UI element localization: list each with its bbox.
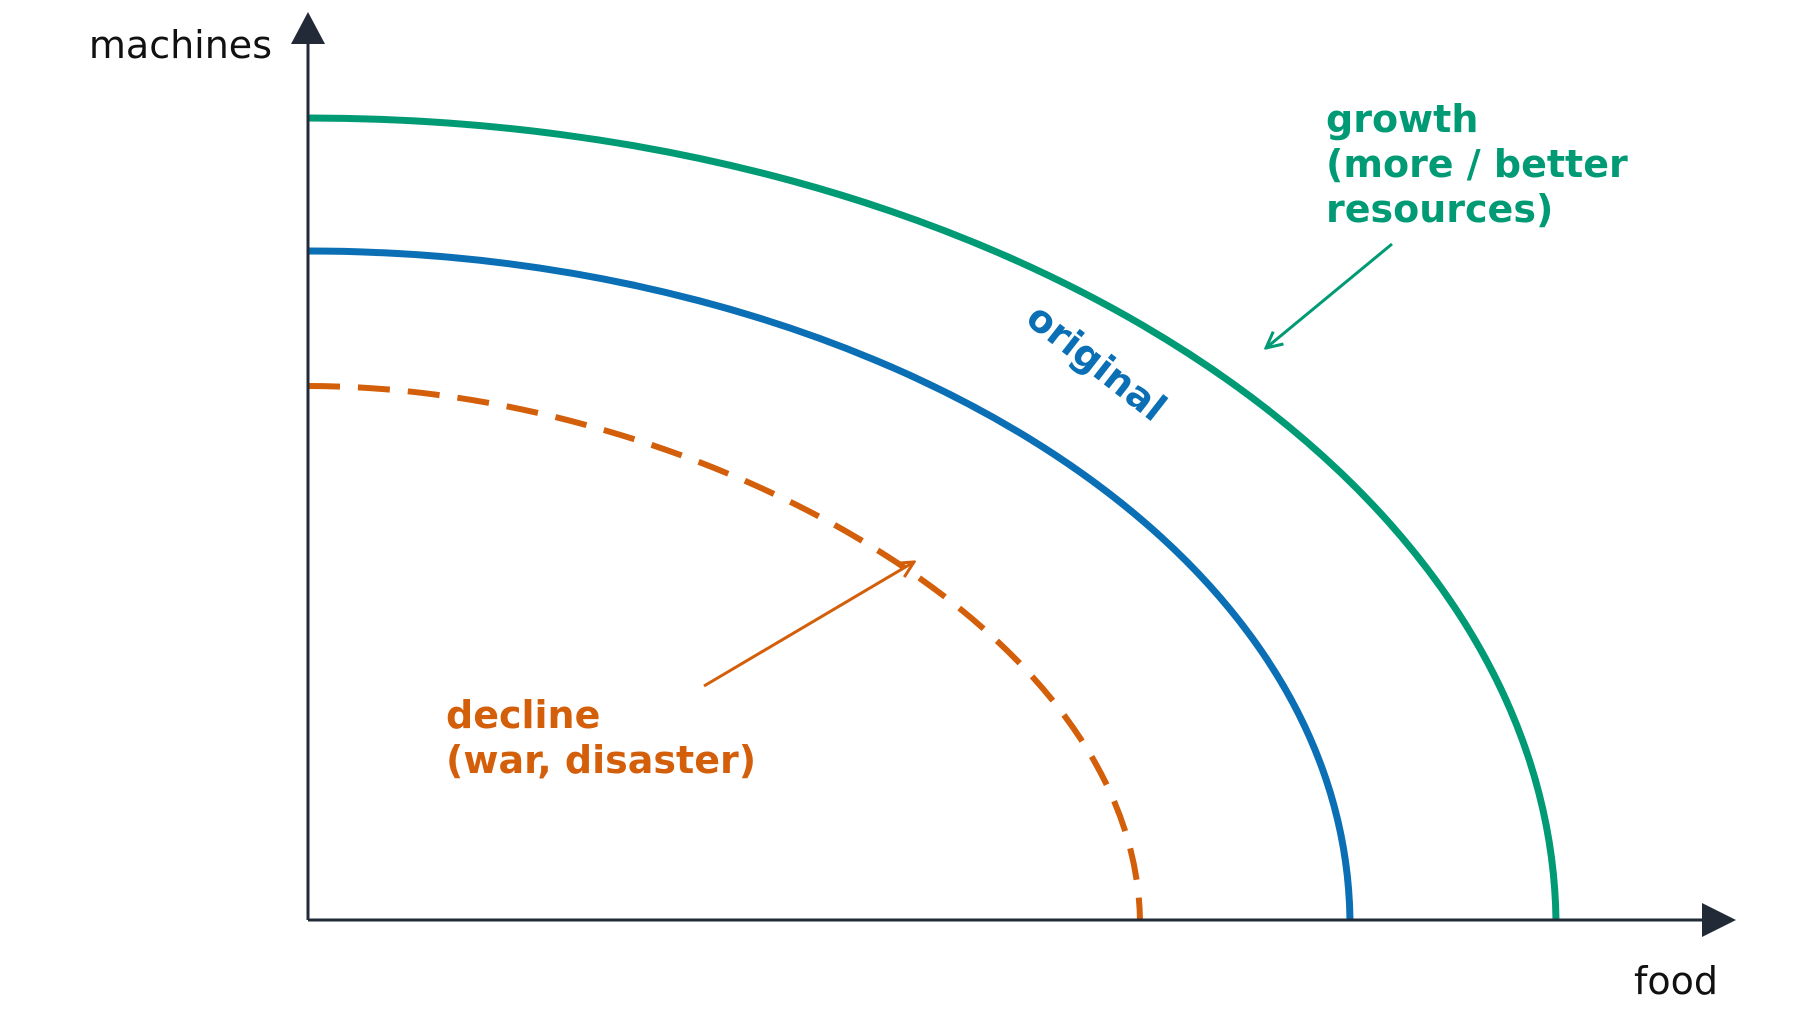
original-curve [307,247,1354,921]
growth-arrow [1266,242,1393,348]
x-axis-label: food [1634,959,1718,1003]
y-axis-arrowhead [291,12,325,44]
x-axis-arrowhead [1702,903,1736,937]
decline-label: decline (war, disaster) [446,693,756,782]
decline-arrow [703,562,914,688]
decline-curve [307,383,1143,921]
growth-label: growth (more / better resources) [1326,97,1641,231]
y-axis-label: machines [89,23,272,67]
growth-curve [307,114,1560,921]
original-label: original [1018,294,1174,430]
